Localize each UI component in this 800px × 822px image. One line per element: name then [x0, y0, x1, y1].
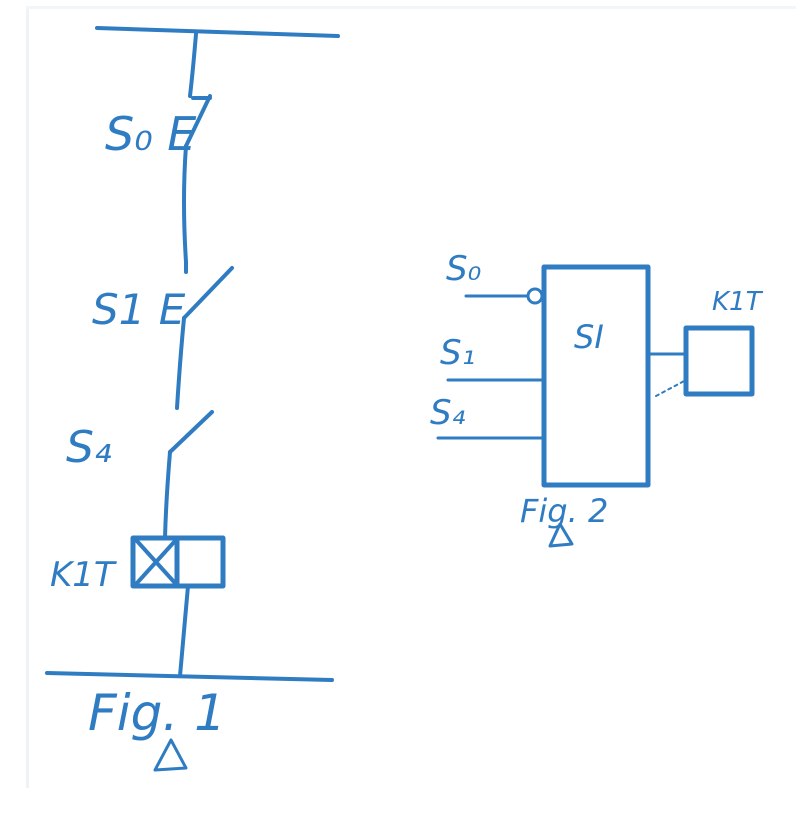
fig1-contact-s1-blade: [182, 266, 234, 320]
fig1-label-relay: K1T: [50, 555, 117, 595]
fig1-label-s1: S1 E: [92, 285, 186, 334]
fig2-label-s1: S₁: [440, 333, 475, 373]
fig1-wire-3: [175, 316, 186, 410]
frame-edge-left: [26, 8, 29, 788]
fig1-top-rail: [95, 26, 340, 38]
fig2-output-dotted: [655, 379, 687, 397]
fig1-wire-4: [163, 450, 172, 540]
frame-edge-top: [26, 6, 796, 9]
fig1-label-s4: S₄: [66, 422, 112, 473]
fig1-ladder: S₀ E S1 E S₄ K1T Fig. 1: [45, 26, 340, 772]
fig2-negation-bubble: [526, 287, 544, 305]
fig1-relay-cross: [135, 539, 177, 585]
fig1-caption: Fig. 1: [88, 684, 226, 742]
fig1-wire-5: [178, 584, 190, 678]
fig1-wire-1: [188, 32, 198, 98]
fig1-caption-triangle: [153, 738, 188, 772]
fig2-output-box: [683, 325, 755, 397]
fig2-label-s4: S₄: [430, 393, 466, 433]
fig2-block-label: SI: [574, 318, 604, 356]
fig2-label-s0: S₀: [446, 249, 482, 289]
fig1-contact-s0-blade: [184, 94, 212, 148]
fig2-label-output: K1T: [712, 287, 764, 317]
fig1-wire-2: [182, 144, 188, 264]
fig1-contact-s4-blade: [168, 410, 214, 454]
fig1-label-s0: S₀ E: [105, 107, 196, 161]
fig2-block: [541, 264, 651, 488]
fig1-bottom-rail: [45, 671, 334, 682]
fig2-caption: Fig. 2: [520, 492, 608, 530]
fig2-logic: S₀ S₁ S₄ SI K1T Fig. 2: [430, 249, 764, 548]
fig2-caption-triangle: [548, 522, 574, 548]
